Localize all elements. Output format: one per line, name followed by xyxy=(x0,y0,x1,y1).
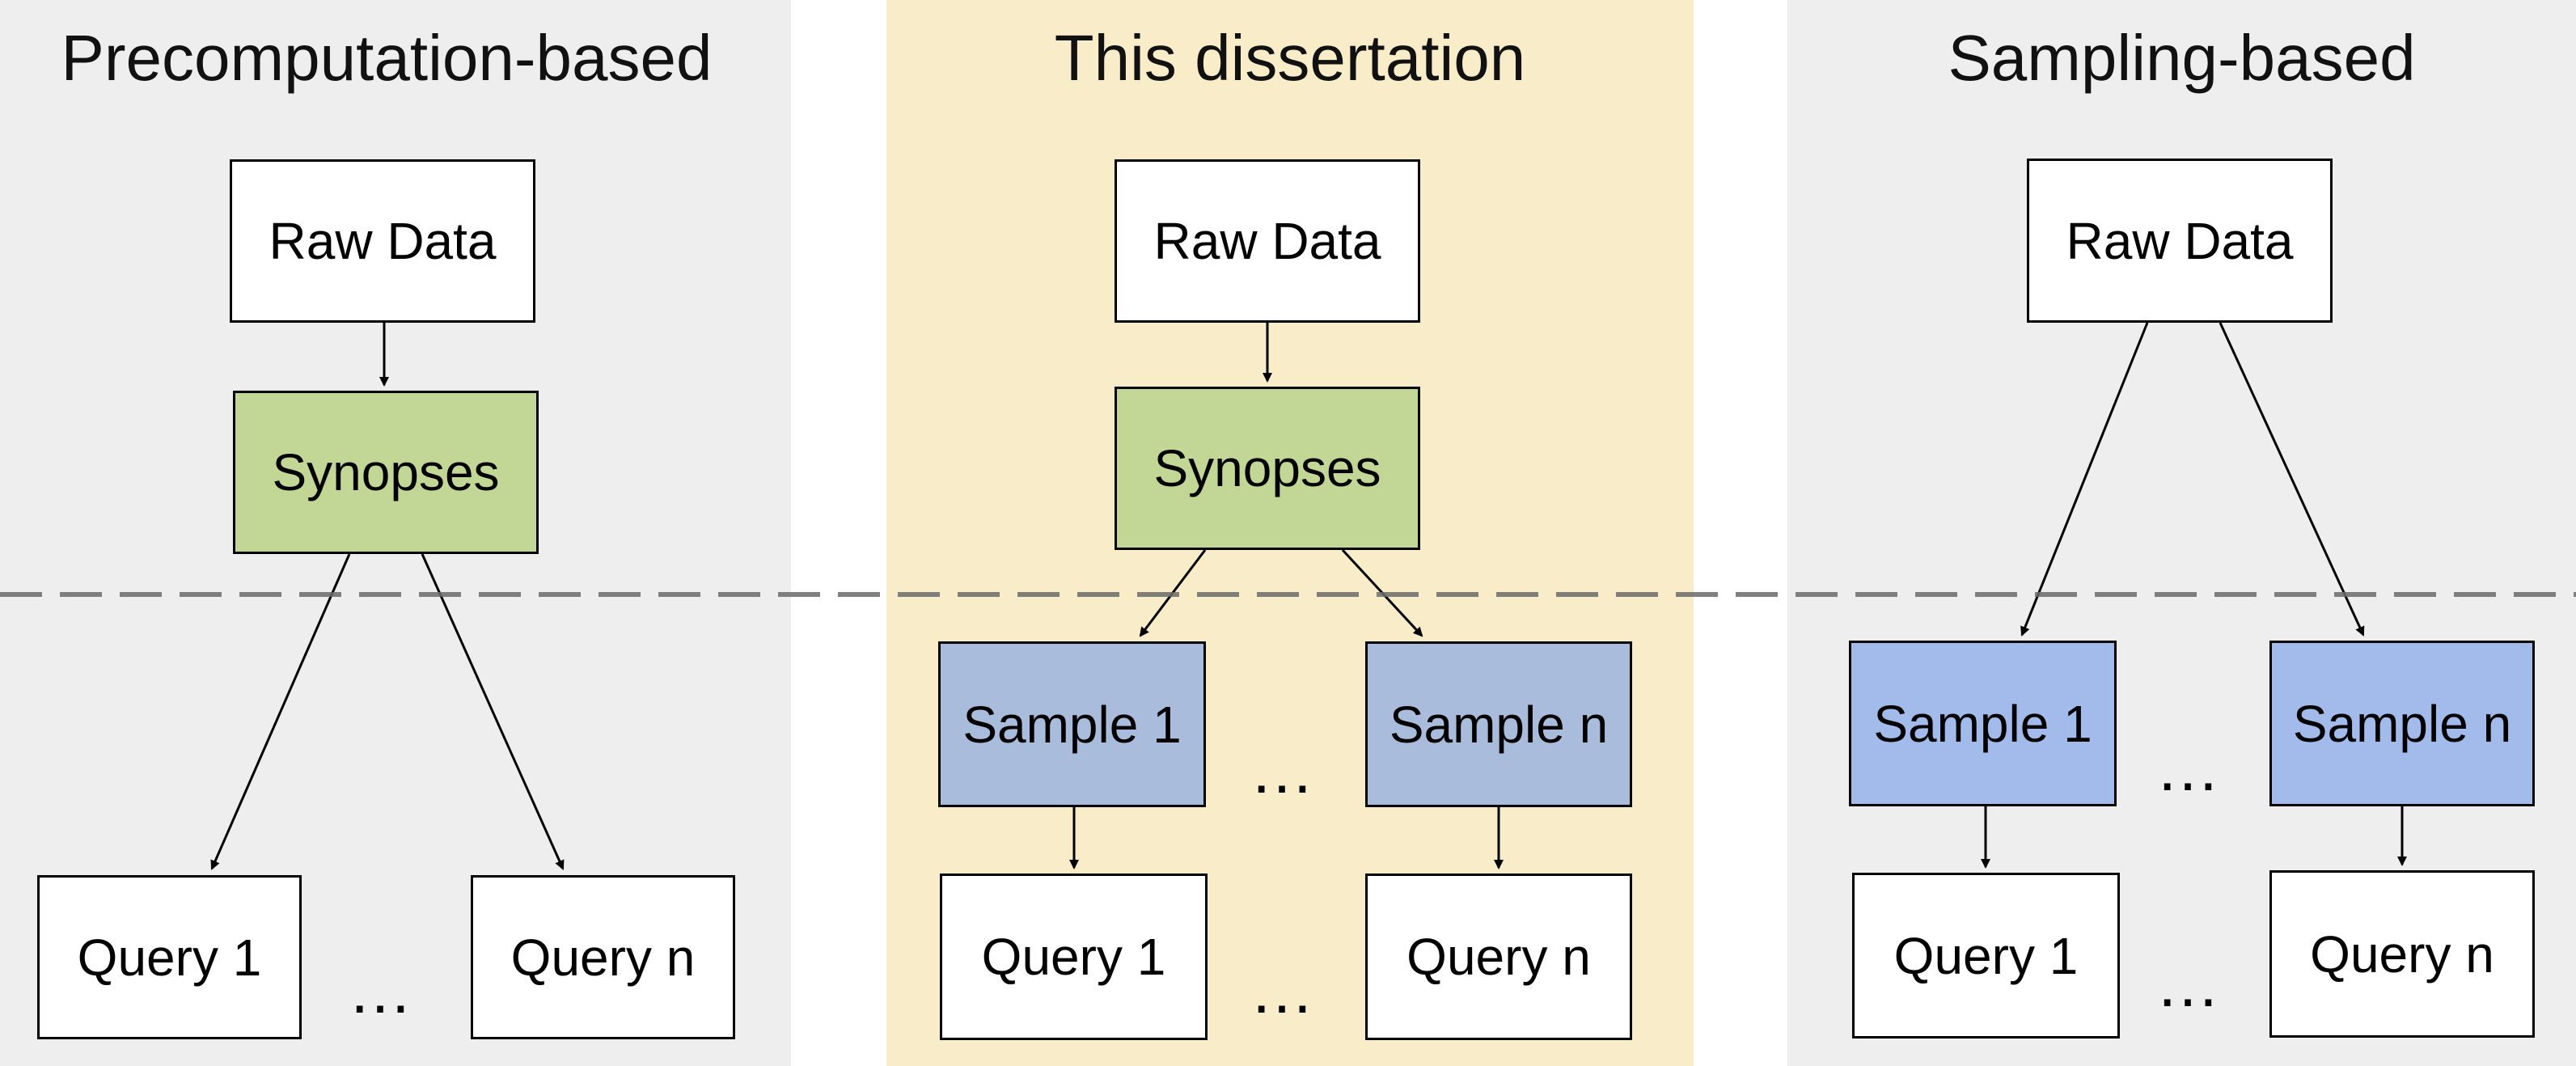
sample-n-box: Sample n xyxy=(2269,641,2535,806)
sample-1-box: Sample 1 xyxy=(938,641,1206,807)
sample-n-box: Sample n xyxy=(1365,641,1632,807)
query-n-box: Query n xyxy=(2269,870,2535,1038)
synopses-box: Synopses xyxy=(1115,387,1420,550)
query-1-box: Query 1 xyxy=(37,875,302,1039)
raw-data-box: Raw Data xyxy=(1115,159,1420,323)
synopses-box: Synopses xyxy=(233,391,539,554)
ellipsis: … xyxy=(2155,948,2222,1020)
query-n-box: Query n xyxy=(1365,874,1632,1040)
panel-title: Sampling-based xyxy=(1948,22,2416,94)
query-1-box: Query 1 xyxy=(940,874,1208,1040)
raw-data-box: Raw Data xyxy=(230,159,535,323)
panel-title: Precomputation-based xyxy=(61,22,713,94)
ellipsis: … xyxy=(1250,954,1316,1026)
raw-data-box: Raw Data xyxy=(2027,159,2333,323)
ellipsis: … xyxy=(1250,734,1316,806)
ellipsis: … xyxy=(2155,732,2222,804)
query-n-box: Query n xyxy=(471,875,735,1039)
sample-1-box: Sample 1 xyxy=(1849,641,2117,806)
ellipsis: … xyxy=(348,954,414,1026)
panel-title: This dissertation xyxy=(1054,22,1526,94)
query-1-box: Query 1 xyxy=(1852,873,2120,1039)
